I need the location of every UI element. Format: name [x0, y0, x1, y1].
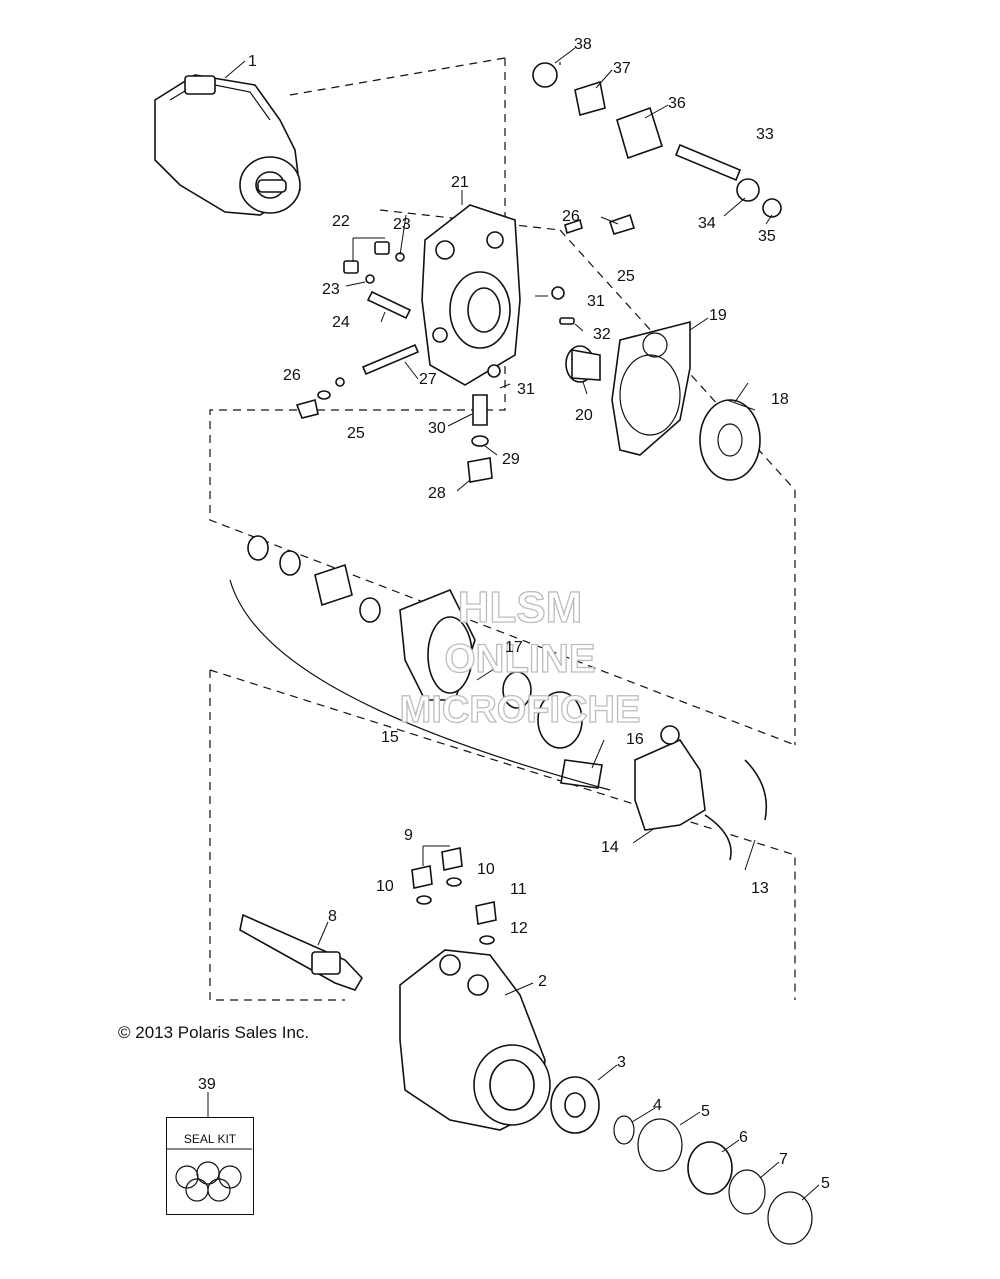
copyright-notice: © 2013 Polaris Sales Inc. — [118, 1023, 310, 1042]
callout-25b: 25 — [347, 425, 365, 442]
callout-34: 34 — [698, 215, 716, 232]
watermark-line2: ONLINE — [444, 637, 595, 681]
swashplate-part — [634, 725, 768, 861]
bearing-and-rings — [550, 1076, 813, 1245]
end-cap-housing-part — [421, 204, 521, 386]
callout-17: 17 — [505, 639, 523, 656]
callout-10: 10 — [376, 878, 394, 895]
drive-shaft-part — [239, 913, 363, 991]
callout-9: 9 — [404, 827, 413, 844]
callout-15: 15 — [381, 729, 399, 746]
watermark-line3: MICROFICHE — [400, 689, 641, 731]
callout-labels: 1 2 3 4 5 5 6 7 8 9 10 10 11 12 13 14 15… — [198, 36, 830, 1192]
callout-37: 37 — [613, 60, 631, 77]
callout-16: 16 — [626, 731, 644, 748]
callout-7: 7 — [779, 1151, 788, 1168]
bearing-gasket-plate — [565, 320, 761, 481]
callout-39: 39 — [198, 1076, 216, 1093]
control-valve-parts — [532, 62, 782, 218]
callout-31: 31 — [587, 293, 605, 310]
watermark-line1: HLSM — [458, 583, 583, 632]
seal-kit-box: SEAL KIT — [166, 1117, 254, 1215]
callout-8: 8 — [328, 908, 337, 925]
callout-28: 28 — [428, 485, 446, 502]
callout-36: 36 — [668, 95, 686, 112]
rotating-group — [229, 535, 611, 791]
callout-5: 5 — [701, 1103, 710, 1120]
callout-14: 14 — [601, 839, 619, 856]
callout-24: 24 — [332, 314, 350, 331]
callout-32: 32 — [593, 326, 611, 343]
callout-5b: 5 — [821, 1175, 830, 1192]
callout-12: 12 — [510, 920, 528, 937]
callout-26b: 26 — [283, 367, 301, 384]
callout-20: 20 — [575, 407, 593, 424]
seal-kit-label: SEAL KIT — [183, 1132, 237, 1146]
callout-35: 35 — [758, 228, 776, 245]
callout-33: 33 — [756, 126, 774, 143]
callout-30: 30 — [428, 420, 446, 437]
callout-38: 38 — [574, 36, 592, 53]
callout-11: 11 — [510, 881, 527, 898]
callout-29: 29 — [502, 451, 520, 468]
leader-lines — [207, 47, 820, 1201]
callout-13: 13 — [751, 880, 769, 897]
callout-25: 25 — [617, 268, 635, 285]
callout-3: 3 — [617, 1054, 626, 1071]
callout-23b: 23 — [322, 281, 340, 298]
callout-2: 2 — [538, 973, 547, 990]
watermark: HLSM ONLINE MICROFICHE — [399, 582, 641, 731]
callout-18: 18 — [771, 391, 789, 408]
pump-assembly-part — [154, 74, 301, 216]
callout-21: 21 — [451, 174, 469, 191]
callout-19: 19 — [709, 307, 727, 324]
callout-23: 23 — [393, 216, 411, 233]
callout-10b: 10 — [477, 861, 495, 878]
dashed-assembly-guides — [209, 57, 796, 1001]
callout-26: 26 — [562, 208, 580, 225]
callout-31b: 31 — [517, 381, 535, 398]
end-cap-hardware — [295, 213, 636, 483]
fitting-parts — [411, 847, 497, 945]
callout-22: 22 — [332, 213, 350, 230]
pump-housing-part — [399, 949, 551, 1131]
callout-6: 6 — [739, 1129, 748, 1146]
callout-1: 1 — [248, 53, 257, 70]
callout-27: 27 — [419, 371, 437, 388]
callout-4: 4 — [653, 1097, 662, 1114]
